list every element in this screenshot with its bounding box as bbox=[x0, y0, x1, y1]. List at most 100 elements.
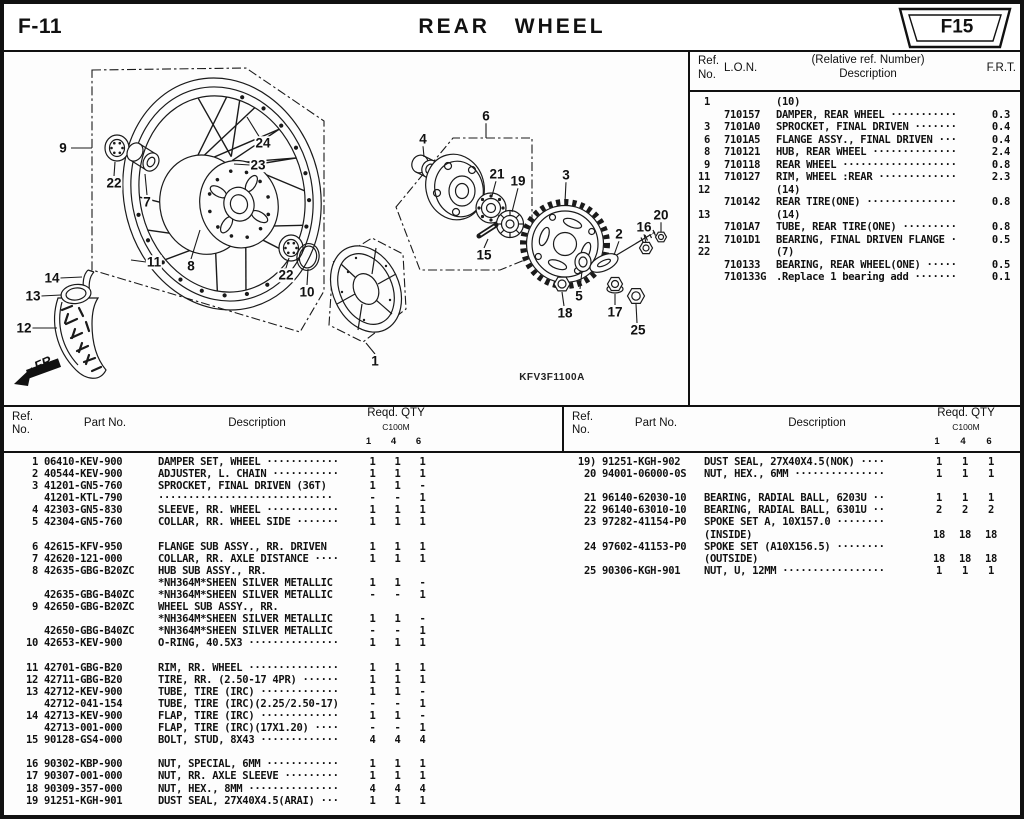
callout-number: 22 bbox=[106, 175, 122, 191]
page-code: F-11 bbox=[18, 15, 63, 38]
part-no: 42303-GN5-830 bbox=[44, 504, 123, 517]
qty-type4: 1 bbox=[394, 661, 401, 674]
qty-type1: 1 bbox=[369, 516, 376, 529]
part-description: NUT, U, 12MM ················· bbox=[704, 564, 885, 577]
parts-row: 1 06410-KEV-900 DAMPER SET, WHEEL ······… bbox=[4, 456, 562, 468]
col-ref2: No. bbox=[12, 424, 30, 436]
parts-table-right-header: Ref. No. Part No. Description Reqd. QTY … bbox=[562, 407, 1022, 453]
qty-type1 bbox=[926, 480, 952, 492]
frame-badge-outline-icon bbox=[898, 7, 1012, 49]
ref-no bbox=[8, 589, 38, 601]
callout-number: 25 bbox=[630, 322, 646, 338]
qty-type1 bbox=[360, 746, 385, 758]
part-description: FLANGE SUB ASSY., RR. DRIVEN bbox=[158, 540, 327, 553]
parts-row: 42635-GBG-B40ZC *NH364M*SHEEN SILVER MET… bbox=[4, 589, 562, 601]
qty-type4: 1 bbox=[394, 673, 401, 686]
frt-value: 0.8 bbox=[991, 158, 1010, 171]
parts-table-left-body: 1 06410-KEV-900 DAMPER SET, WHEEL ······… bbox=[4, 456, 562, 807]
part-description: *NH364M*SHEEN SILVER METALLIC bbox=[158, 589, 333, 602]
part-description: (OUTSIDE) bbox=[704, 552, 759, 565]
callout-number: 18 bbox=[557, 305, 573, 321]
part-no: 41201-GN5-760 bbox=[44, 480, 123, 493]
parts-row: 16 90302-KBP-900 NUT, SPECIAL, 6MM ·····… bbox=[4, 758, 562, 770]
part-description: DAMPER SET, WHEEL ············ bbox=[158, 456, 339, 468]
section-divider bbox=[4, 405, 1020, 407]
qty-type6: 1 bbox=[987, 492, 995, 505]
qty-type6: 1 bbox=[419, 589, 426, 602]
qty-type1: 4 bbox=[369, 734, 376, 747]
frt-row: 710142 REAR TIRE(ONE) ··············· 0.… bbox=[690, 196, 1022, 209]
frame-badge: F15 bbox=[896, 7, 1014, 49]
wheel-art bbox=[122, 77, 322, 311]
ref-no: 9 bbox=[31, 601, 38, 614]
parts-row: 24 97602-41153-P0 SPOKE SET (A10X156.5) … bbox=[562, 541, 1020, 553]
part-description bbox=[700, 480, 926, 492]
ref-no: 9 bbox=[703, 158, 710, 171]
ref-no bbox=[8, 613, 38, 625]
qty-type1: 1 bbox=[369, 770, 376, 783]
ref-no bbox=[8, 746, 38, 758]
frt-row: 11 710127 RIM, WHEEL :REAR ·············… bbox=[690, 171, 1022, 184]
ref-no: 8 bbox=[703, 146, 710, 158]
col-model: C100M bbox=[952, 422, 980, 432]
lon-code: 7101D1 bbox=[724, 233, 761, 246]
qty-type6 bbox=[410, 565, 435, 577]
part-description: BEARING, RADIAL BALL, 6301U ·· bbox=[704, 504, 885, 517]
description: .Replace 1 bearing add ······· bbox=[776, 271, 957, 283]
lon-code: 7101A5 bbox=[724, 133, 761, 146]
description: (7) bbox=[776, 246, 795, 258]
qty-type4: 1 bbox=[394, 480, 401, 493]
qty-type1 bbox=[360, 529, 385, 541]
description: (14) bbox=[776, 183, 801, 196]
ref-no bbox=[564, 529, 596, 541]
qty-type6: 1 bbox=[419, 492, 426, 505]
qty-type4: 1 bbox=[394, 709, 401, 722]
parts-row bbox=[4, 529, 562, 541]
nut-18-art bbox=[553, 276, 571, 292]
qty-type1 bbox=[926, 516, 952, 528]
callout-number: 5 bbox=[575, 288, 583, 304]
ref-no bbox=[8, 650, 38, 662]
qty-type6: 1 bbox=[419, 661, 426, 674]
part-description: (INSIDE) bbox=[704, 528, 753, 541]
ref-no: 4 bbox=[31, 504, 38, 517]
part-no: 42711-GBG-B20 bbox=[44, 673, 123, 686]
qty-type4: 4 bbox=[394, 782, 401, 795]
qty-type1: 1 bbox=[369, 673, 376, 686]
ref-no: 12 bbox=[25, 673, 38, 686]
qty-type4: 1 bbox=[394, 504, 401, 517]
part-callout: 1 bbox=[370, 354, 380, 368]
part-callout: 4 bbox=[418, 132, 428, 146]
col-description: Description bbox=[788, 417, 846, 429]
col-description: Description bbox=[228, 417, 286, 429]
qty-type6: - bbox=[419, 709, 426, 722]
description: REAR TIRE(ONE) ··············· bbox=[776, 196, 957, 208]
qty-type6: 1 bbox=[987, 468, 995, 481]
ref-no bbox=[564, 480, 596, 492]
stud-pin-15-art bbox=[476, 222, 499, 239]
qty-type4: 4 bbox=[394, 734, 401, 747]
frt-value: 0.3 bbox=[991, 108, 1010, 121]
lon-code: 7101A0 bbox=[724, 121, 761, 133]
qty-type1 bbox=[360, 565, 385, 577]
qty-type1: 1 bbox=[935, 468, 943, 481]
ref-no: 7 bbox=[31, 552, 38, 565]
frt-value: 0.5 bbox=[991, 233, 1010, 246]
parts-row: 18 90309-357-000 NUT, HEX., 8MM ········… bbox=[4, 783, 562, 795]
rear-wheel-line-art bbox=[14, 67, 668, 386]
part-callout: 22 bbox=[105, 175, 123, 191]
lon-code: 710121 bbox=[724, 146, 761, 158]
qty-type1: - bbox=[369, 697, 376, 710]
parts-row: 11 42701-GBG-B20 RIM, RR. WHEEL ········… bbox=[4, 662, 562, 674]
part-description: *NH364M*SHEEN SILVER METALLIC bbox=[158, 625, 333, 638]
qty-type6: 4 bbox=[419, 782, 426, 795]
description: BEARING, REAR WHEEL(ONE) ····· bbox=[776, 258, 957, 271]
qty-type4: 1 bbox=[394, 758, 401, 771]
qty-type1: 1 bbox=[369, 480, 376, 493]
part-no bbox=[38, 746, 154, 758]
qty-type1: 2 bbox=[935, 504, 943, 517]
col-reqd-qty: Reqd. QTY bbox=[937, 407, 995, 419]
ref-no: 8 bbox=[31, 564, 38, 577]
part-callout: 19 bbox=[509, 174, 527, 188]
qty-type6 bbox=[410, 746, 435, 758]
